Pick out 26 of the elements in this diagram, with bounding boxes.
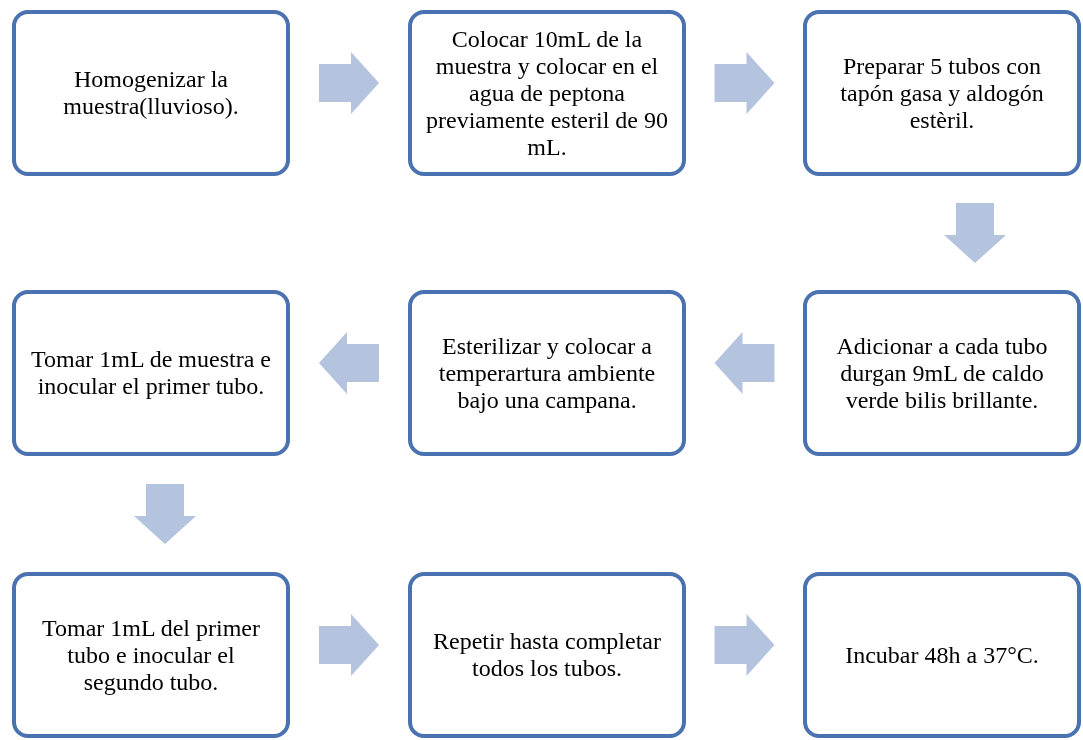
- process-box: [408, 10, 686, 176]
- step-text: Tomar 1mL de muestra e inocular el primer tubo.: [30, 346, 272, 400]
- step-text: Adicionar a cada tubo durgan 9mL de caldo verde bilis brillante.: [835, 332, 1049, 414]
- step-text: Colocar 10mL de la muestra y colocar en el agua de peptona previamente esteril de 90 mL.: [426, 25, 668, 161]
- process-box: [12, 290, 290, 456]
- process-box: [803, 10, 1081, 176]
- step-text: Incubar 48h a 37°C.: [845, 641, 1039, 669]
- step-text: Esterilizar y colocar a temperartura ambiente bajo una campana.: [437, 332, 657, 414]
- block-arrow: [319, 614, 379, 676]
- step-text: Preparar 5 tubos con tapón gasa y aldogón estèril.: [839, 52, 1045, 134]
- process-box: [803, 572, 1081, 738]
- step-text: Tomar 1mL del primer tubo e inocular el segundo tubo.: [41, 614, 261, 696]
- block-arrow: [714, 332, 775, 394]
- block-arrow: [319, 332, 379, 394]
- block-arrow: [319, 52, 379, 114]
- process-box: [803, 290, 1081, 456]
- block-arrow: [714, 614, 775, 676]
- process-box: [12, 572, 290, 738]
- process-box: [408, 572, 686, 738]
- step-text: Homogenizar la muestra(lluvioso).: [62, 66, 240, 120]
- block-arrow: [714, 52, 775, 114]
- block-arrow: [944, 203, 1006, 263]
- step-text: Repetir hasta completar todos los tubos.: [432, 628, 662, 682]
- block-arrow: [134, 484, 196, 544]
- process-box: [12, 10, 290, 176]
- process-box: [408, 290, 686, 456]
